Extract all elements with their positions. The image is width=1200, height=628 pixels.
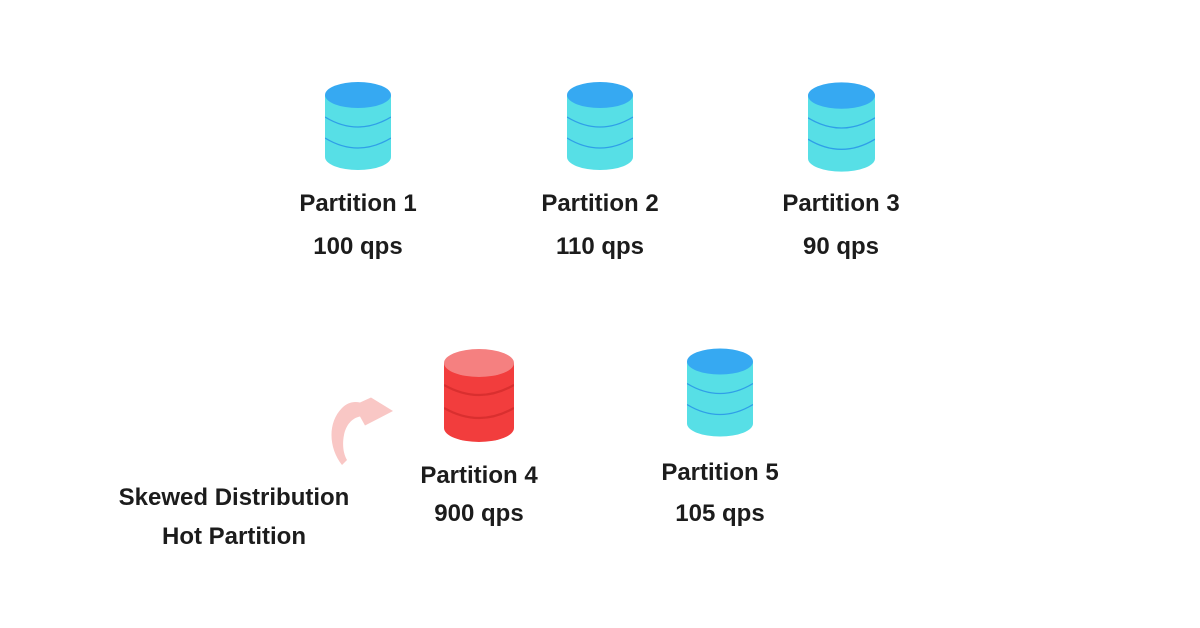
- database-disc-lines: [808, 117, 875, 150]
- partition-1-qps: 100 qps: [313, 233, 403, 260]
- database-icon: [808, 82, 875, 172]
- database-disc-lines: [444, 384, 514, 419]
- database-icon: [687, 348, 753, 437]
- annotation-line-1: Skewed Distribution: [118, 484, 350, 511]
- partition-2-label: Partition 2: [541, 190, 659, 217]
- annotation-line-2: Hot Partition: [162, 523, 306, 550]
- partition-4-label: Partition 4: [420, 462, 538, 489]
- partition-1-label: Partition 1: [299, 190, 417, 217]
- database-disc-lines: [325, 116, 391, 149]
- curved-arrow-icon: [331, 397, 393, 465]
- database-top: [808, 82, 875, 109]
- database-disc-lines: [687, 382, 753, 416]
- database-body: [325, 95, 391, 170]
- database-top: [325, 82, 391, 108]
- database-body: [687, 361, 753, 437]
- database-body: [808, 95, 875, 172]
- database-top: [567, 82, 633, 108]
- partition-5-label: Partition 5: [661, 459, 779, 486]
- partition-5-qps: 105 qps: [675, 500, 765, 527]
- database-icon: [567, 82, 633, 170]
- database-icon-hot: [444, 349, 514, 442]
- database-top: [444, 349, 514, 377]
- partition-3-label: Partition 3: [782, 190, 900, 217]
- database-body: [567, 95, 633, 170]
- partition-2-qps: 110 qps: [555, 233, 645, 260]
- database-top: [687, 348, 753, 375]
- database-icon: [325, 82, 391, 170]
- database-body: [444, 363, 514, 442]
- database-disc-lines: [567, 116, 633, 149]
- partition-4-qps: 900 qps: [434, 500, 524, 527]
- curved-arrow-shape: [331, 397, 393, 465]
- partition-3-qps: 90 qps: [802, 233, 880, 260]
